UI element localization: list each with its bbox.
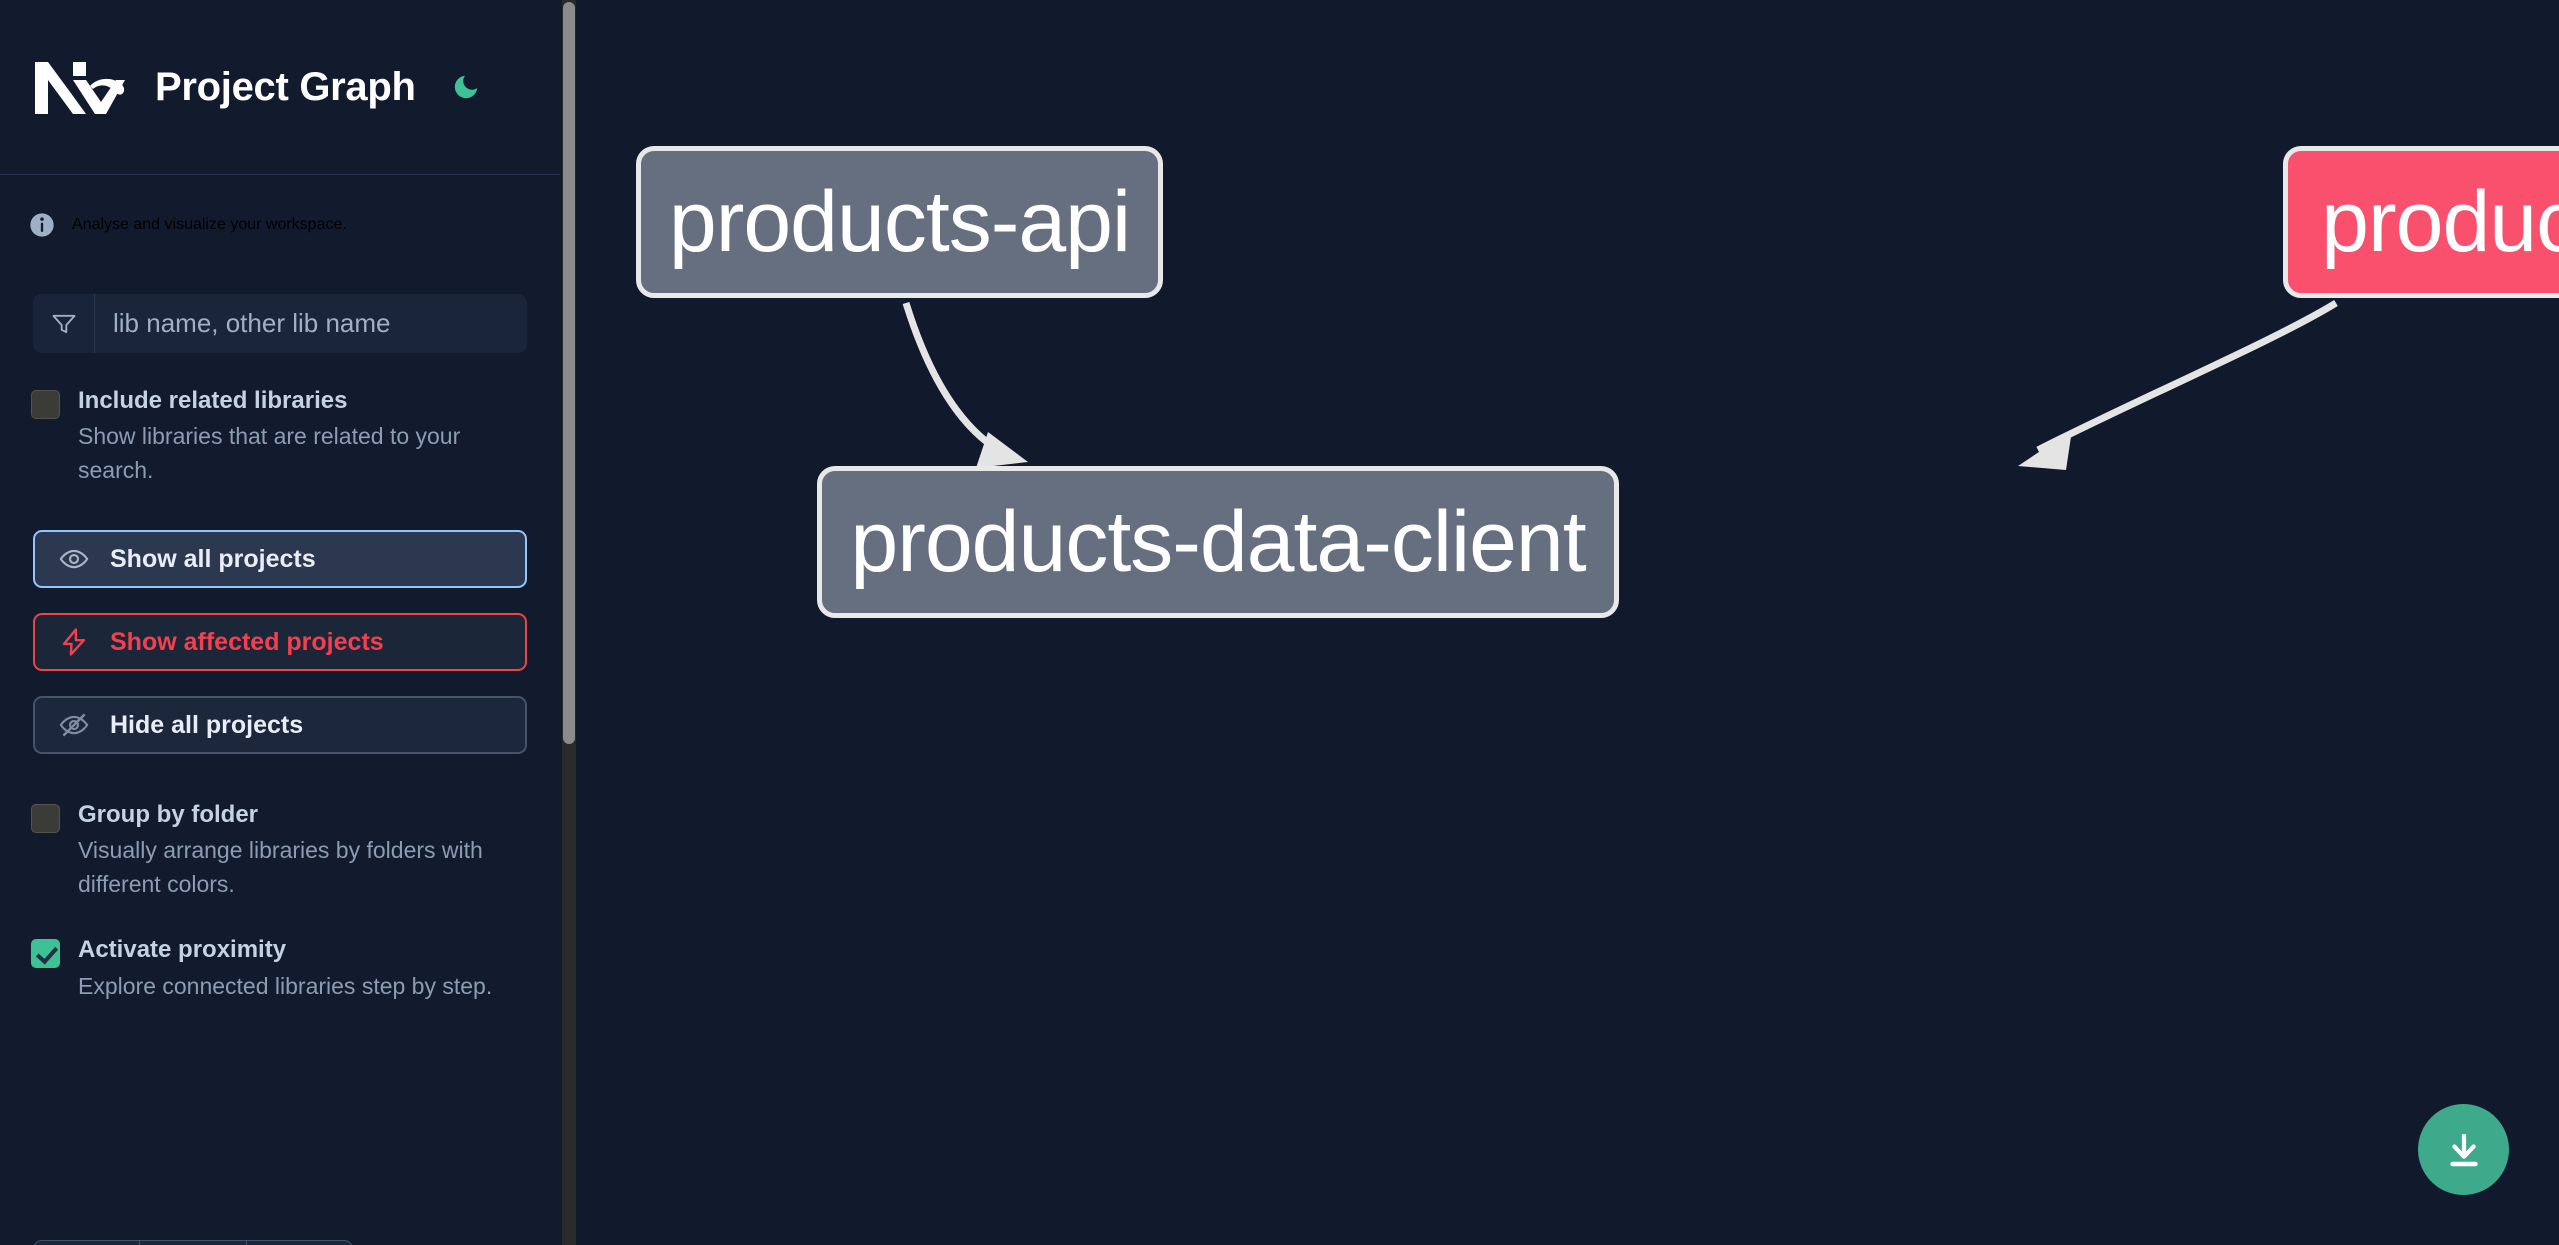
seg-option-2[interactable] bbox=[140, 1241, 247, 1245]
hide-all-projects-button[interactable]: Hide all projects bbox=[33, 696, 527, 755]
show-all-projects-button[interactable]: Show all projects bbox=[33, 530, 527, 589]
option-label: Include related libraries bbox=[78, 387, 348, 414]
node-label: products-api bbox=[668, 173, 1131, 270]
option-group-by-folder[interactable]: Group by folder Visually arrange librari… bbox=[0, 799, 560, 901]
checkbox-include-related-libraries[interactable] bbox=[31, 390, 60, 419]
checkbox-group-by-folder[interactable] bbox=[31, 804, 60, 834]
page-title: Project Graph bbox=[155, 64, 416, 109]
bolt-icon bbox=[59, 627, 89, 657]
option-label: Activate proximity bbox=[78, 936, 287, 964]
seg-option-3[interactable] bbox=[246, 1241, 352, 1245]
filter-icon[interactable] bbox=[33, 294, 95, 353]
sidebar: Project Graph Analyse and visualize yo bbox=[0, 0, 576, 1245]
button-label: Show affected projects bbox=[110, 627, 384, 656]
sidebar-header: Project Graph bbox=[0, 0, 560, 175]
action-button-group: Show all projects Show affected projects bbox=[0, 530, 560, 755]
checkbox-activate-proximity[interactable] bbox=[31, 939, 60, 969]
node-label: products-data-client bbox=[850, 493, 1586, 590]
tagline-text: Analyse and visualize your workspace. bbox=[72, 216, 347, 233]
option-description: Show libraries that are related to your … bbox=[78, 423, 461, 483]
node-label: products-cli bbox=[2321, 173, 2559, 270]
sidebar-content: Project Graph Analyse and visualize yo bbox=[0, 0, 560, 1245]
sidebar-scrollbar-track[interactable] bbox=[562, 0, 576, 1245]
download-icon bbox=[2443, 1129, 2485, 1171]
search-input[interactable] bbox=[95, 294, 527, 353]
arrowhead-products-api bbox=[976, 432, 1028, 468]
download-graph-button[interactable] bbox=[2418, 1104, 2509, 1195]
button-label: Show all projects bbox=[110, 544, 316, 573]
eye-icon bbox=[59, 544, 89, 574]
option-label: Group by folder bbox=[78, 801, 258, 829]
edge-products-api-to-products-data-client bbox=[902, 301, 1010, 459]
option-include-related-libraries[interactable]: Include related libraries Show libraries… bbox=[0, 385, 560, 487]
eye-off-icon bbox=[59, 710, 89, 740]
edge-products-cli-to-products-data-client bbox=[2036, 300, 2338, 454]
graph-node-products-data-client[interactable]: products-data-client bbox=[817, 466, 1619, 618]
button-label: Hide all projects bbox=[110, 710, 304, 739]
show-affected-projects-button[interactable]: Show affected projects bbox=[33, 613, 527, 672]
sidebar-scrollbar-thumb[interactable] bbox=[563, 2, 575, 744]
seg-option-1[interactable] bbox=[34, 1241, 141, 1245]
option-description: Visually arrange libraries by folders wi… bbox=[78, 837, 483, 897]
option-description: Explore connected libraries step by step… bbox=[78, 972, 493, 999]
arrowhead-products-cli bbox=[2018, 430, 2072, 470]
graph-canvas[interactable]: products-api products-cli products-data-… bbox=[576, 0, 2559, 1245]
nx-logo-icon bbox=[33, 56, 125, 118]
graph-node-products-cli[interactable]: products-cli bbox=[2283, 146, 2559, 298]
option-activate-proximity[interactable]: Activate proximity Explore connected lib… bbox=[0, 934, 560, 1003]
graph-node-products-api[interactable]: products-api bbox=[636, 146, 1163, 298]
moon-icon[interactable] bbox=[446, 67, 486, 107]
proximity-step-control[interactable] bbox=[33, 1240, 353, 1245]
info-icon bbox=[28, 211, 56, 239]
search-field[interactable] bbox=[33, 294, 527, 353]
workspace-tagline: Analyse and visualize your workspace. bbox=[0, 175, 560, 239]
